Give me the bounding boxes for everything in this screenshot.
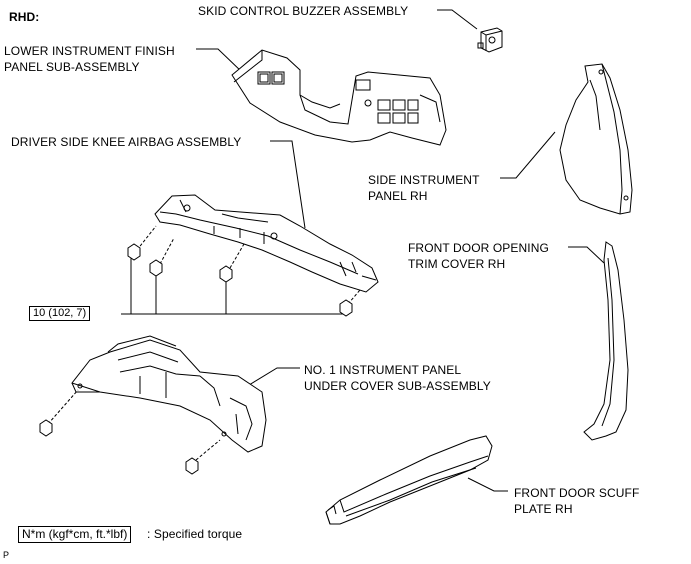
label-lower-finish-line1: LOWER INSTRUMENT FINISH [4,44,175,58]
figure-code: P [3,550,10,560]
label-trim-cover-line1: FRONT DOOR OPENING [408,241,549,255]
label-scuff-plate-line2: PLATE RH [514,502,573,516]
label-under-cover-line2: UNDER COVER SUB-ASSEMBLY [304,379,491,393]
leader-lines [121,9,605,492]
under-cover-part [71,335,267,453]
label-under-cover-line1: NO. 1 INSTRUMENT PANEL [304,363,462,377]
label-lower-finish-line2: PANEL SUB-ASSEMBLY [4,60,140,74]
region-tag: RHD: [9,10,40,24]
label-skid-control-buzzer: SKID CONTROL BUZZER ASSEMBLY [198,4,409,18]
scuff-plate-part [325,435,493,525]
label-side-panel-line2: PANEL RH [368,189,428,203]
side-instrument-panel-part [559,63,633,215]
trim-cover-part [583,241,629,441]
knee-airbag-part [154,194,379,293]
knee-airbag-bolts [136,225,361,305]
torque-value-box: 10 (102, 7) [29,306,91,321]
skid-control-buzzer-part [477,27,503,53]
bolt-heads [127,243,353,317]
under-cover-bolts [47,389,221,461]
label-trim-cover-line2: TRIM COVER RH [408,257,506,271]
label-side-panel-line1: SIDE INSTRUMENT [368,173,480,187]
lower-finish-panel-part [231,49,447,146]
label-knee-airbag: DRIVER SIDE KNEE AIRBAG ASSEMBLY [11,135,242,149]
torque-legend-text: : Specified torque [147,527,243,541]
label-scuff-plate-line1: FRONT DOOR SCUFF [514,486,640,500]
torque-legend-box: N*m (kgf*cm, ft.*lbf) [18,526,132,543]
